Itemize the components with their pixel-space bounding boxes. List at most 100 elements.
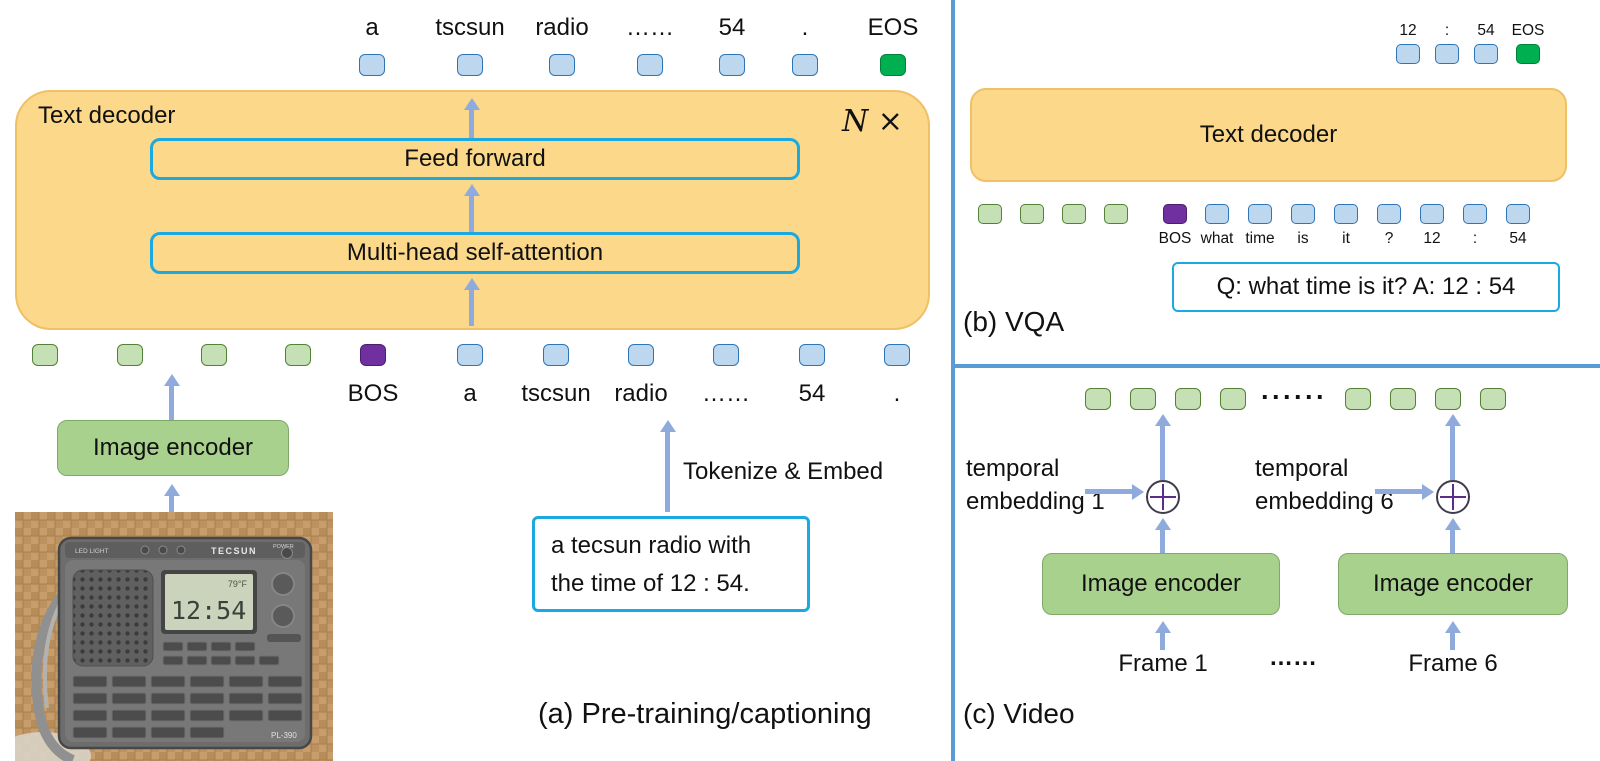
radio-display-temp: 79°F bbox=[228, 579, 248, 589]
image-token bbox=[1435, 388, 1461, 410]
b-input-label: it bbox=[1342, 230, 1350, 247]
a-input-label: tscsun bbox=[521, 380, 591, 407]
text-token bbox=[1474, 44, 1498, 64]
image-encoder-label-6: Image encoder bbox=[1372, 570, 1534, 597]
arrow-up-icon bbox=[659, 420, 676, 512]
feed-forward-box: Feed forward bbox=[150, 138, 800, 180]
radio-photo-svg: LED LIGHT TECSUN POWER 79°F 12:54 bbox=[15, 512, 333, 761]
a-output-label: …… bbox=[626, 14, 674, 41]
circled-plus-icon bbox=[1146, 480, 1180, 514]
image-encoder-box: Image encoder bbox=[57, 420, 289, 476]
bos-token bbox=[1163, 204, 1187, 224]
image-token bbox=[1220, 388, 1246, 410]
image-token bbox=[1480, 388, 1506, 410]
text-token bbox=[1205, 204, 1229, 224]
text-token bbox=[884, 344, 910, 366]
b-input-label: BOS bbox=[1158, 230, 1192, 247]
eos-token bbox=[1516, 44, 1540, 64]
radio-display-time: 12:54 bbox=[171, 596, 246, 625]
temporal-6-line1: temporal bbox=[1255, 455, 1349, 482]
temporal-1-line1: temporal bbox=[966, 455, 1060, 482]
a-output-label: radio bbox=[535, 14, 589, 41]
arrow-up-icon bbox=[1444, 414, 1461, 480]
eos-token bbox=[880, 54, 906, 76]
circled-plus-icon bbox=[1436, 480, 1470, 514]
arrow-up-icon bbox=[1444, 621, 1461, 650]
text-token bbox=[713, 344, 739, 366]
text-token bbox=[637, 54, 663, 76]
text-token bbox=[549, 54, 575, 76]
n-times-label: N × bbox=[842, 104, 903, 139]
temporal-1-line2: embedding 1 bbox=[966, 488, 1105, 515]
text-token bbox=[1396, 44, 1420, 64]
b-input-label: : bbox=[1472, 230, 1478, 247]
text-token bbox=[792, 54, 818, 76]
arrow-right-icon bbox=[1085, 483, 1144, 500]
text-token bbox=[359, 54, 385, 76]
image-token bbox=[32, 344, 58, 366]
horizontal-divider bbox=[951, 364, 1600, 368]
arrow-right-icon bbox=[1375, 483, 1434, 500]
b-input-label: 54 bbox=[1509, 230, 1527, 247]
panel-a-caption: (a) Pre-training/captioning bbox=[538, 698, 872, 730]
image-token bbox=[1062, 204, 1086, 224]
text-token bbox=[1435, 44, 1459, 64]
radio-top-text: LED LIGHT bbox=[75, 548, 109, 555]
self-attention-label: Multi-head self-attention bbox=[346, 239, 604, 266]
text-token bbox=[1248, 204, 1272, 224]
arrow-up-icon bbox=[463, 98, 480, 138]
a-input-label: . bbox=[893, 380, 901, 407]
b-input-label: time bbox=[1245, 230, 1275, 247]
feed-forward-label: Feed forward bbox=[404, 145, 546, 172]
b-input-label: ? bbox=[1384, 230, 1394, 247]
qa-text: Q: what time is it? A: 12 : 54 bbox=[1216, 273, 1516, 300]
temporal-embedding-6-label: temporal embedding 6 bbox=[1255, 452, 1445, 518]
image-token bbox=[285, 344, 311, 366]
image-token bbox=[117, 344, 143, 366]
b-input-label: is bbox=[1297, 230, 1309, 247]
frame-6-label: Frame 6 bbox=[1408, 650, 1498, 677]
frame-1-label: Frame 1 bbox=[1118, 650, 1208, 677]
b-output-label: : bbox=[1444, 22, 1450, 39]
text-decoder-label-b: Text decoder bbox=[1199, 121, 1338, 148]
self-attention-box: Multi-head self-attention bbox=[150, 232, 800, 274]
arrow-up-icon bbox=[163, 374, 180, 420]
panel-c-caption: (c) Video bbox=[963, 698, 1075, 729]
a-output-label: 54 bbox=[718, 14, 746, 41]
caption-line-2: the time of 12 : 54. bbox=[551, 570, 750, 597]
b-input-label: 12 bbox=[1423, 230, 1441, 247]
image-token bbox=[201, 344, 227, 366]
text-token bbox=[543, 344, 569, 366]
text-token bbox=[1334, 204, 1358, 224]
a-output-label: . bbox=[801, 14, 809, 41]
image-token bbox=[1020, 204, 1044, 224]
text-token bbox=[1291, 204, 1315, 224]
arrow-up-icon bbox=[463, 184, 480, 232]
image-encoder-box-1: Image encoder bbox=[1042, 553, 1280, 615]
caption-text-box: a tecsun radio with the time of 12 : 54. bbox=[532, 516, 810, 612]
radio-brand-text: TECSUN bbox=[211, 546, 257, 556]
b-input-label: what bbox=[1200, 230, 1234, 247]
a-input-label: …… bbox=[702, 380, 750, 407]
image-token bbox=[1085, 388, 1111, 410]
a-input-label: radio bbox=[614, 380, 668, 407]
image-token bbox=[1390, 388, 1416, 410]
a-output-label: EOS bbox=[867, 14, 919, 41]
b-output-label: EOS bbox=[1511, 22, 1545, 39]
image-token bbox=[1345, 388, 1371, 410]
bos-token bbox=[360, 344, 386, 366]
image-encoder-label-1: Image encoder bbox=[1080, 570, 1242, 597]
a-input-label: BOS bbox=[347, 380, 399, 407]
vertical-divider bbox=[951, 0, 955, 761]
arrow-up-icon bbox=[1444, 518, 1461, 553]
temporal-embedding-1-label: temporal embedding 1 bbox=[966, 452, 1156, 518]
text-token bbox=[719, 54, 745, 76]
arrow-up-icon bbox=[1154, 414, 1171, 480]
text-token bbox=[1377, 204, 1401, 224]
image-token bbox=[1130, 388, 1156, 410]
text-token bbox=[457, 344, 483, 366]
radio-photo: LED LIGHT TECSUN POWER 79°F 12:54 bbox=[15, 512, 333, 761]
b-output-label: 12 bbox=[1399, 22, 1417, 39]
qa-text-box: Q: what time is it? A: 12 : 54 bbox=[1172, 262, 1560, 312]
